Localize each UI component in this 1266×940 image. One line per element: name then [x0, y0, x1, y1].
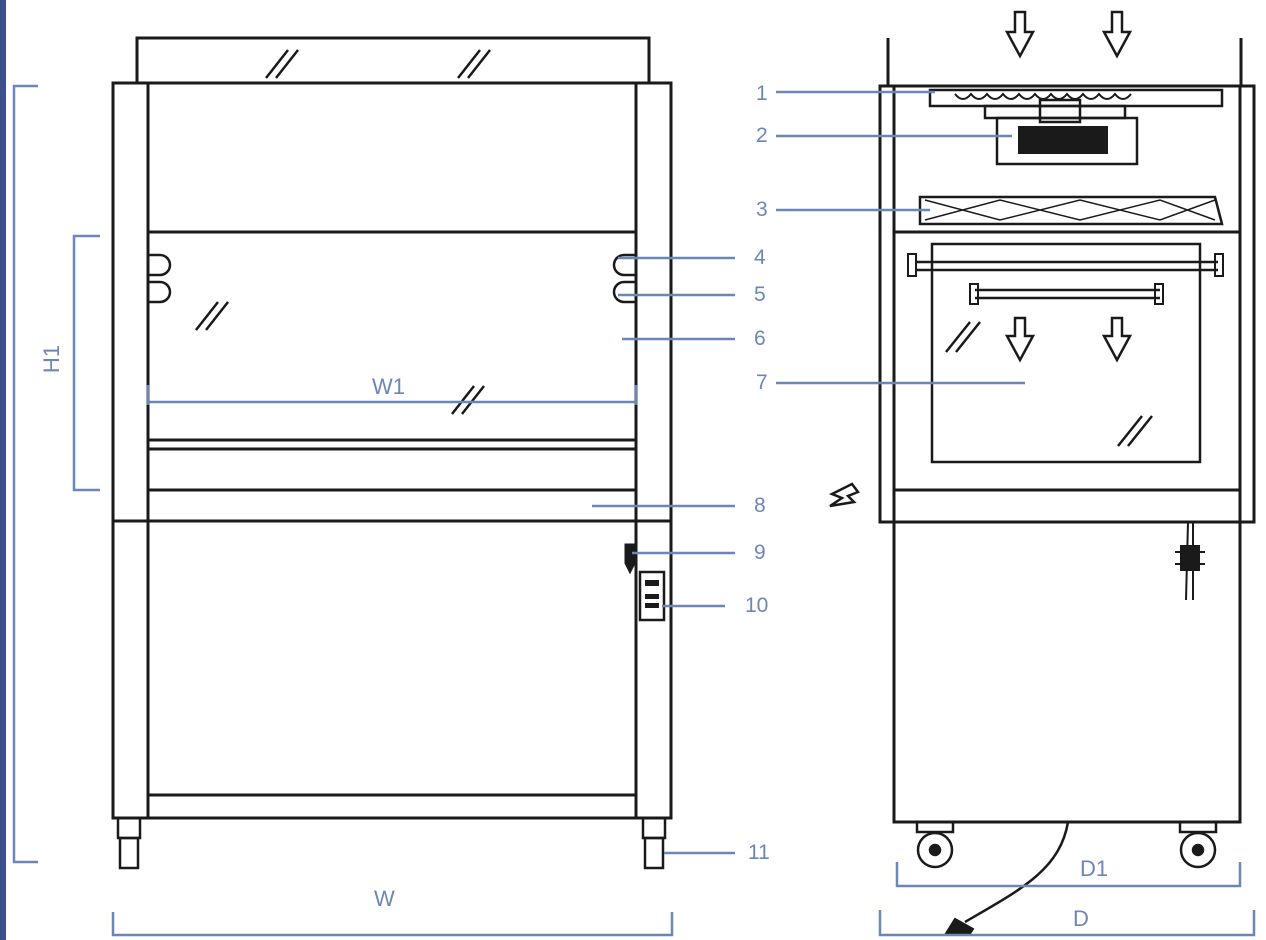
- d1-label: D1: [1080, 856, 1109, 881]
- side-leaders: [776, 90, 1025, 385]
- switch-box: [638, 570, 666, 622]
- h1-label: H1: [39, 344, 65, 374]
- callout-5: 5: [754, 283, 766, 306]
- d-label: D: [1073, 906, 1089, 931]
- airflow-arrow-icon-3: [1004, 316, 1036, 363]
- front-cabinet-outline: [111, 81, 673, 820]
- glass-hatch-sash-1: [195, 301, 229, 331]
- callout-7: 7: [756, 371, 768, 394]
- valve-left: [148, 253, 172, 304]
- callout-6: 6: [754, 327, 766, 350]
- airflow-arrow-icon-1: [1004, 10, 1036, 59]
- side-dimensions: [878, 862, 1256, 937]
- plug-end-icon: [943, 917, 975, 936]
- work-chamber: [930, 242, 1202, 464]
- callout-2: 2: [756, 124, 768, 147]
- hepa-filter: [918, 195, 1224, 226]
- w-label: W: [374, 886, 395, 911]
- socket-icon: [624, 543, 636, 575]
- glass-hatch-top-2: [457, 49, 491, 79]
- front-top-box: [135, 36, 651, 85]
- callout-9: 9: [754, 541, 766, 564]
- front-view: [111, 36, 673, 870]
- caster-wheel-right: [1178, 820, 1218, 869]
- glass-hatch-top-1: [265, 49, 299, 79]
- airflow-arrow-icon-4: [1101, 316, 1133, 363]
- exhaust-arrow-icon: [828, 482, 860, 508]
- d1-dimension-bracket: [895, 862, 1242, 888]
- power-plug-icon: [1175, 521, 1205, 601]
- front-foot-left: [116, 816, 142, 870]
- valve-right: [612, 253, 636, 304]
- glass-hatch-side-1: [945, 321, 981, 353]
- glass-hatch-sash-2: [451, 385, 485, 415]
- w-dimension-bracket: [111, 912, 674, 937]
- power-cable: [964, 821, 1070, 924]
- h-dimension-bracket: [12, 84, 38, 864]
- h1-dimension-bracket: [72, 234, 100, 492]
- blower-fan: [995, 116, 1139, 166]
- front-dimensions: [12, 84, 674, 937]
- w1-label: W1: [372, 374, 405, 399]
- callout-1: 1: [756, 82, 768, 105]
- callout-8: 8: [754, 494, 766, 517]
- side-view: [828, 10, 1256, 936]
- callout-11: 11: [748, 841, 770, 864]
- glass-hatch-side-2: [1117, 415, 1153, 447]
- callout-10: 10: [745, 594, 769, 617]
- left-edge-band: [0, 0, 6, 940]
- front-foot-right: [641, 816, 667, 870]
- callout-3: 3: [756, 198, 768, 221]
- front-leaders: [592, 256, 735, 855]
- callout-4: 4: [754, 246, 766, 269]
- airflow-arrow-icon-2: [1101, 10, 1133, 59]
- d-dimension-bracket: [878, 910, 1256, 937]
- caster-wheel-left: [915, 820, 955, 869]
